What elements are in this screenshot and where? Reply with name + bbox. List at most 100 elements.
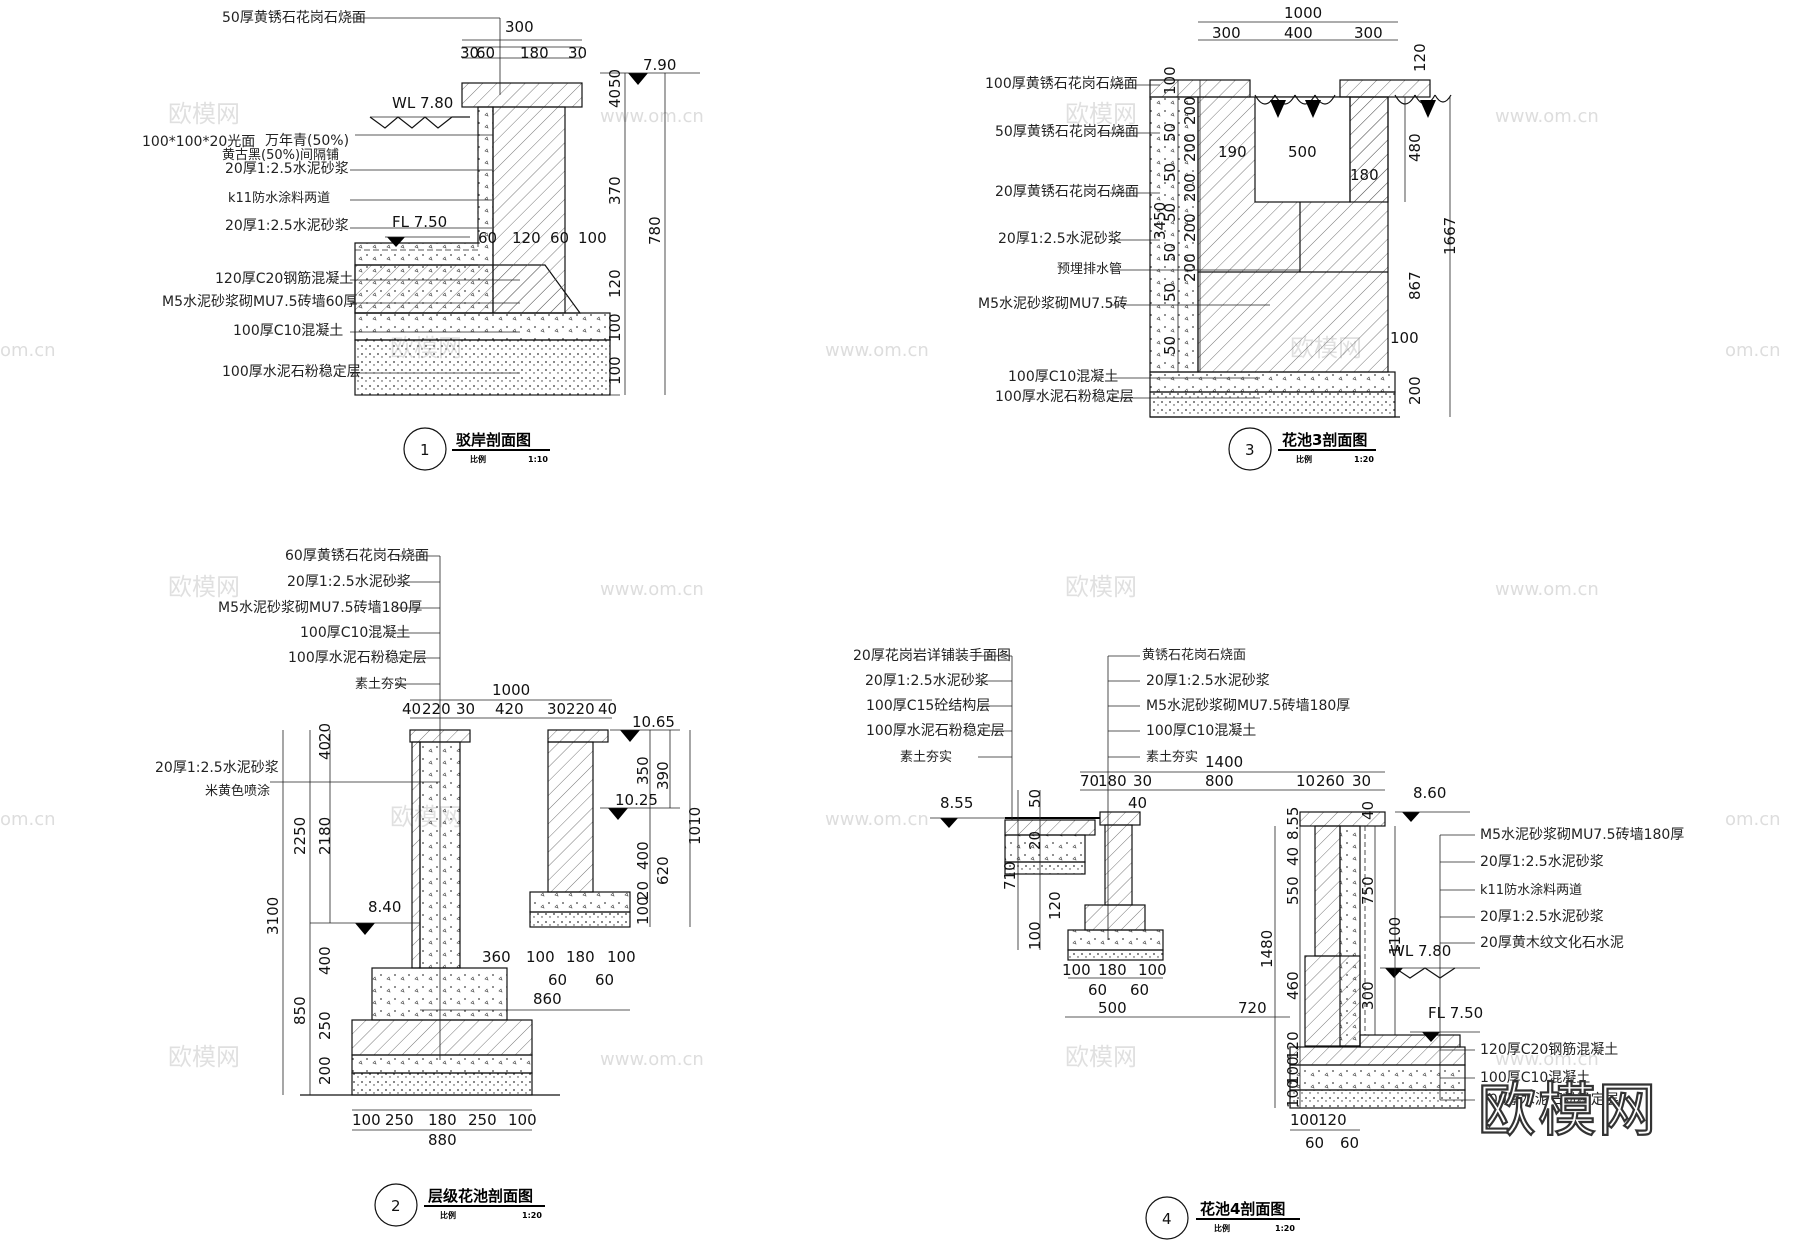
drawing-text: 420 (495, 700, 524, 718)
drawing-text: 60 (1130, 981, 1149, 999)
drawing-text: 30 (456, 700, 475, 718)
watermark-cn: 欧模网 (168, 573, 240, 601)
drawing-text: 720 (1238, 999, 1267, 1017)
drawing-text: 60 (1305, 1134, 1324, 1152)
drawing-text: 200 (316, 1056, 334, 1085)
drawing-text: 120 (1411, 43, 1429, 72)
drawing-text: 460 (1284, 971, 1302, 1000)
drawing-text: 花池3剖面图 (1282, 431, 1367, 449)
drawing-text: 20厚1:2.5水泥砂浆 (998, 231, 1122, 247)
drawing-text: 60 (1340, 1134, 1359, 1152)
drawing-text: 2250 (291, 817, 309, 855)
drawing-text: 4 (1162, 1210, 1172, 1228)
drawing-text: 20厚1:2.5水泥砂浆 (1480, 854, 1604, 870)
drawing-text: 1 (420, 441, 430, 459)
drawing-text: 50 (1161, 123, 1179, 142)
drawing-text: 1100 (1386, 917, 1404, 955)
drawing-text: 100 (1026, 921, 1044, 950)
drawing-text: 50 (1161, 243, 1179, 262)
drawing-text: 100 (1390, 329, 1419, 347)
drawing-text: 100 (634, 896, 652, 925)
drawing-text: 750 (1359, 876, 1377, 905)
drawing-text: 880 (428, 1131, 457, 1149)
drawing-text: 50 (1026, 789, 1044, 808)
watermark-url: om.cn (1725, 809, 1781, 830)
drawing-text: 1400 (1205, 753, 1243, 771)
drawing-text: 390 (654, 761, 672, 790)
drawing-text: k11防水涂料两道 (1480, 882, 1582, 898)
drawing-text: 370 (606, 176, 624, 205)
drawing-text: 40 (598, 700, 617, 718)
drawing-text: 20厚黄锈石花岗石烧面 (995, 183, 1139, 200)
drawing-text: 100厚C10混凝土 (1480, 1070, 1590, 1086)
watermark-url: www.om.cn (1495, 106, 1599, 127)
drawing-text: 1:20 (522, 1211, 542, 1220)
drawing-text: 1667 (1441, 217, 1459, 255)
drawing-text: 220 (566, 700, 595, 718)
drawing-text: 800 (1205, 772, 1234, 790)
stabilized-layer (354, 339, 611, 396)
drawing-text: 120厚C20钢筋混凝土 (1480, 1041, 1618, 1058)
drawing-text: 驳岸剖面图 (456, 431, 531, 449)
watermark-cn: 欧模网 (168, 1043, 240, 1071)
drawing-text: 180 (566, 948, 595, 966)
drawing-text: 预埋排水管 (1057, 262, 1122, 277)
drawing-text: 60 (595, 971, 614, 989)
drawing-text: 100 (1290, 1111, 1319, 1129)
drawing-text: k11防水涂料两道 (228, 190, 330, 206)
drawing-text: 180 (428, 1111, 457, 1129)
drawing-text: 200 (1181, 96, 1199, 125)
watermark-cn: 欧模网 (168, 100, 240, 128)
drawing-text: 花池4剖面图 (1200, 1200, 1285, 1218)
drawing-text: 30 (1352, 772, 1371, 790)
drawing-text: 万年青(50%) (265, 133, 349, 149)
drawing-text: 20 (634, 881, 652, 900)
drawing-text: 250 (385, 1111, 414, 1129)
drawing-text: 100 (606, 313, 624, 342)
drawing-text: 180 (520, 44, 549, 62)
rc-wall-l (354, 106, 494, 314)
drawing-text: 190 (1218, 143, 1247, 161)
drawing-text: 100*100*20光面 (142, 134, 255, 150)
drawing-text: 50 (1161, 336, 1179, 355)
drawing-text: 3450 (1151, 202, 1169, 240)
drawing-text: WL 7.80 (1390, 942, 1451, 960)
watermark-cn: 欧模网 (1065, 1043, 1137, 1071)
drawing-text: 2180 (316, 817, 334, 855)
drawing-text: 550 (1284, 876, 1302, 905)
drawing-text: 1000 (492, 681, 530, 699)
drawing-text: 300 (1212, 24, 1241, 42)
drawing-text: WL 7.80 (392, 94, 453, 112)
watermark-url: www.om.cn (1495, 579, 1599, 600)
drawing-text: 120 (606, 269, 624, 298)
drawing-text: 米黄色喷涂 (205, 783, 270, 799)
drawing-text: 850 (291, 996, 309, 1025)
drawing-text: 30 (1133, 772, 1152, 790)
drawing-text: 400 (316, 946, 334, 975)
drawing-text: 20厚黄木纹文化石水泥 (1480, 934, 1624, 951)
drawing-text: 120 (1284, 1031, 1302, 1060)
brick-wall (492, 106, 566, 314)
drawing-text: 素土夯实 (900, 750, 952, 765)
watermark-url: www.om.cn (600, 579, 704, 600)
watermark-cn: 欧模网 (1065, 573, 1137, 601)
drawing-text: 100厚C15砼结构层 (866, 698, 990, 714)
drawing-text: 40 (1284, 847, 1302, 866)
drawing-text: 100 (578, 229, 607, 247)
drawing-text: 100厚水泥石粉稳定层 (288, 650, 427, 666)
drawing-text: 素土夯实 (1146, 750, 1198, 765)
watermark-url: www.om.cn (825, 809, 929, 830)
drawing-text: 8.55 (1284, 807, 1302, 840)
drawing-text: 20厚1:2.5水泥砂浆 (865, 673, 989, 689)
plant-symbols (1254, 94, 1452, 118)
drawing-text: 100 (1062, 961, 1091, 979)
drawing-text: M5水泥砂浆砌MU7.5砖墙60厚 (162, 294, 357, 310)
drawing-text: 710 (1001, 861, 1019, 890)
drawing-text: 60 (476, 44, 495, 62)
drawing-text: 1480 (1258, 930, 1276, 968)
stabilized-layer (351, 1072, 533, 1096)
drawing-text: 100厚水泥石粉稳定层 (866, 723, 1005, 739)
drawing-text: 100 (1284, 1079, 1302, 1108)
drawing-text: 层级花池剖面图 (428, 1187, 533, 1205)
coping-stone (461, 82, 583, 108)
